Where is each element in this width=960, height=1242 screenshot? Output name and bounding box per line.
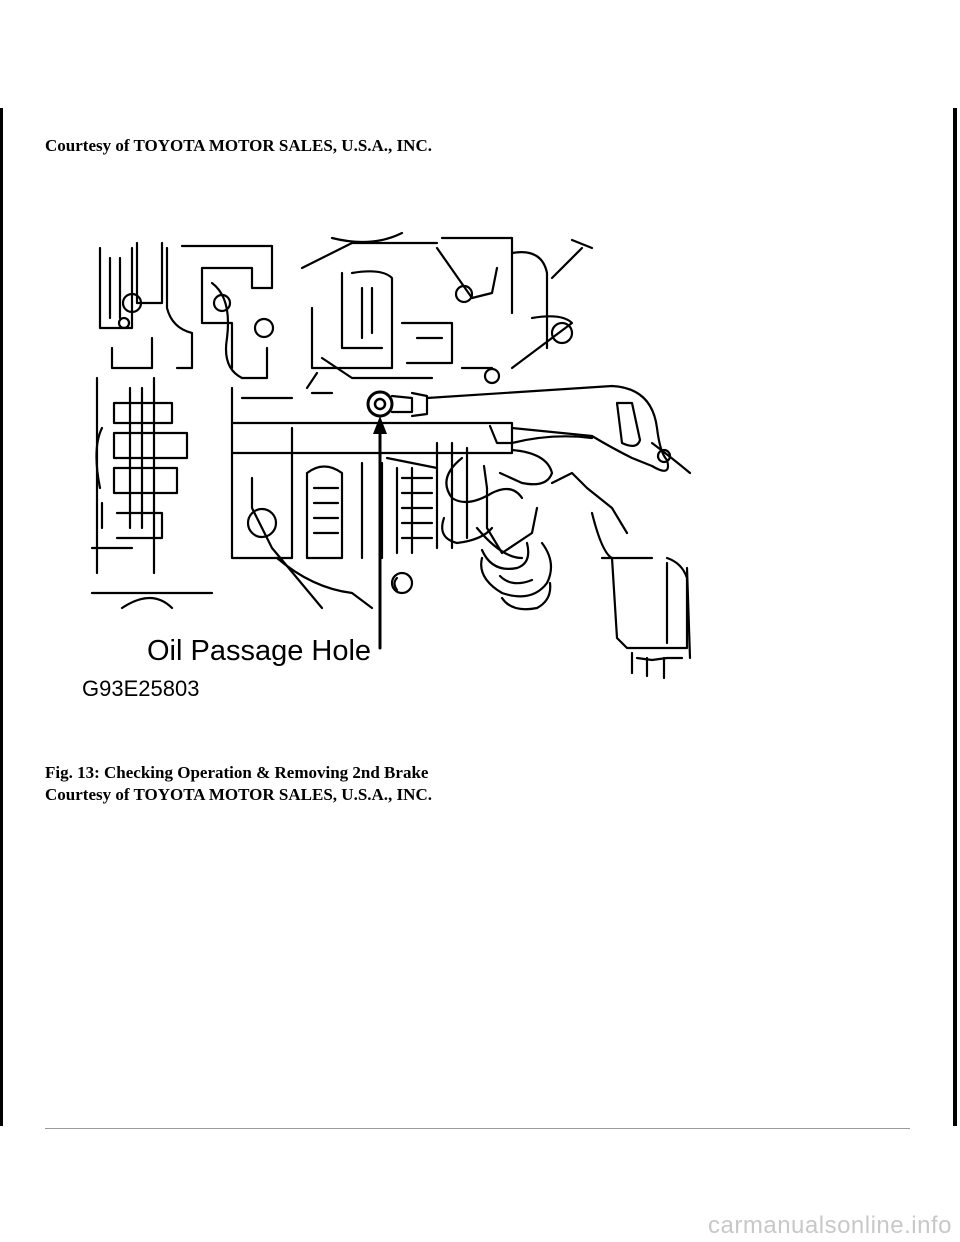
figure-courtesy-caption: Courtesy of TOYOTA MOTOR SALES, U.S.A., …	[45, 785, 432, 804]
figure-code: G93E25803	[82, 676, 199, 701]
top-courtesy-caption: Courtesy of TOYOTA MOTOR SALES, U.S.A., …	[45, 136, 432, 155]
callout-oil-passage-hole: Oil Passage Hole	[147, 635, 371, 667]
bottom-divider	[45, 1128, 910, 1129]
figure-illustration: Oil Passage Hole G93E25803	[82, 231, 692, 701]
right-page-border	[953, 108, 957, 1126]
watermark-text: carmanualsonline.info	[708, 1212, 952, 1239]
left-page-border	[0, 108, 3, 1126]
watermark: carmanualsonline.info	[0, 1212, 960, 1242]
figure-title: Fig. 13: Checking Operation & Removing 2…	[45, 763, 429, 782]
